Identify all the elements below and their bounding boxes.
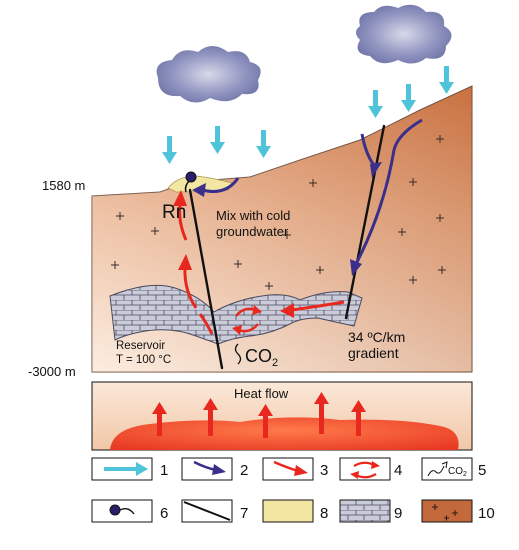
- convection-heads: [232, 305, 262, 335]
- cyan-arrow: [401, 84, 416, 112]
- heat-arrows: [152, 392, 366, 438]
- hot-water-arrows: [178, 203, 345, 335]
- legend-item-5: CO2 5: [421, 457, 486, 481]
- mix-label-line1: Mix with cold: [216, 208, 290, 223]
- gradient-label-line1: 34 ºC/km: [348, 329, 405, 345]
- svg-text:3: 3: [320, 462, 328, 479]
- hot-water-arrowheads: [173, 190, 294, 318]
- legend-item-10: 10: [421, 499, 495, 523]
- cyan-arrow: [162, 136, 177, 164]
- cyan-arrow: [439, 66, 454, 94]
- legend-item-6: 6: [91, 499, 168, 523]
- heat-flow-panel: Heat flow: [91, 381, 473, 451]
- svg-text:CO2: CO2: [448, 466, 467, 478]
- elevation-bottom-label: -3000 m: [28, 364, 76, 379]
- reservoir-label-line2: T = 100 °C: [116, 354, 171, 366]
- legend-item-7: 7: [181, 499, 248, 523]
- svg-text:10: 10: [478, 505, 495, 522]
- svg-text:6: 6: [160, 505, 168, 522]
- cyan-arrow: [210, 126, 225, 154]
- cloud-right: [356, 4, 452, 64]
- gradient-label-line2: gradient: [348, 345, 399, 361]
- faults: [188, 124, 386, 370]
- reservoir-label-line1: Reservoir: [116, 340, 165, 352]
- legend-item-9: 9: [339, 499, 402, 523]
- cloud-left: [156, 46, 261, 103]
- radon-label: Rn: [162, 202, 186, 223]
- cold-water-arrows: [162, 66, 454, 164]
- svg-text:5: 5: [478, 462, 486, 479]
- co2-label: CO2: [245, 346, 278, 369]
- svg-text:4: 4: [394, 462, 402, 479]
- svg-text:9: 9: [394, 505, 402, 522]
- legend-item-4: 4: [339, 457, 402, 481]
- legend: 1 2 3 4 CO2 5: [91, 457, 495, 523]
- legend-item-3: 3: [262, 457, 328, 481]
- spring-marker: [184, 171, 197, 193]
- groundwater-arrowheads: [192, 162, 382, 276]
- co2-squiggle: [234, 343, 242, 365]
- legend-item-8: 8: [262, 499, 328, 523]
- heat-flow-label: Heat flow: [234, 386, 289, 401]
- cyan-arrow: [368, 90, 383, 118]
- elevation-top-label: 1580 m: [42, 178, 85, 193]
- svg-text:7: 7: [240, 505, 248, 522]
- legend-item-2: 2: [181, 457, 248, 481]
- mix-label-line2: groundwater: [216, 224, 289, 239]
- svg-text:8: 8: [320, 505, 328, 522]
- svg-text:2: 2: [240, 462, 248, 479]
- legend-item-1: 1: [91, 457, 168, 481]
- svg-text:1: 1: [160, 462, 168, 479]
- cyan-arrow: [256, 130, 271, 158]
